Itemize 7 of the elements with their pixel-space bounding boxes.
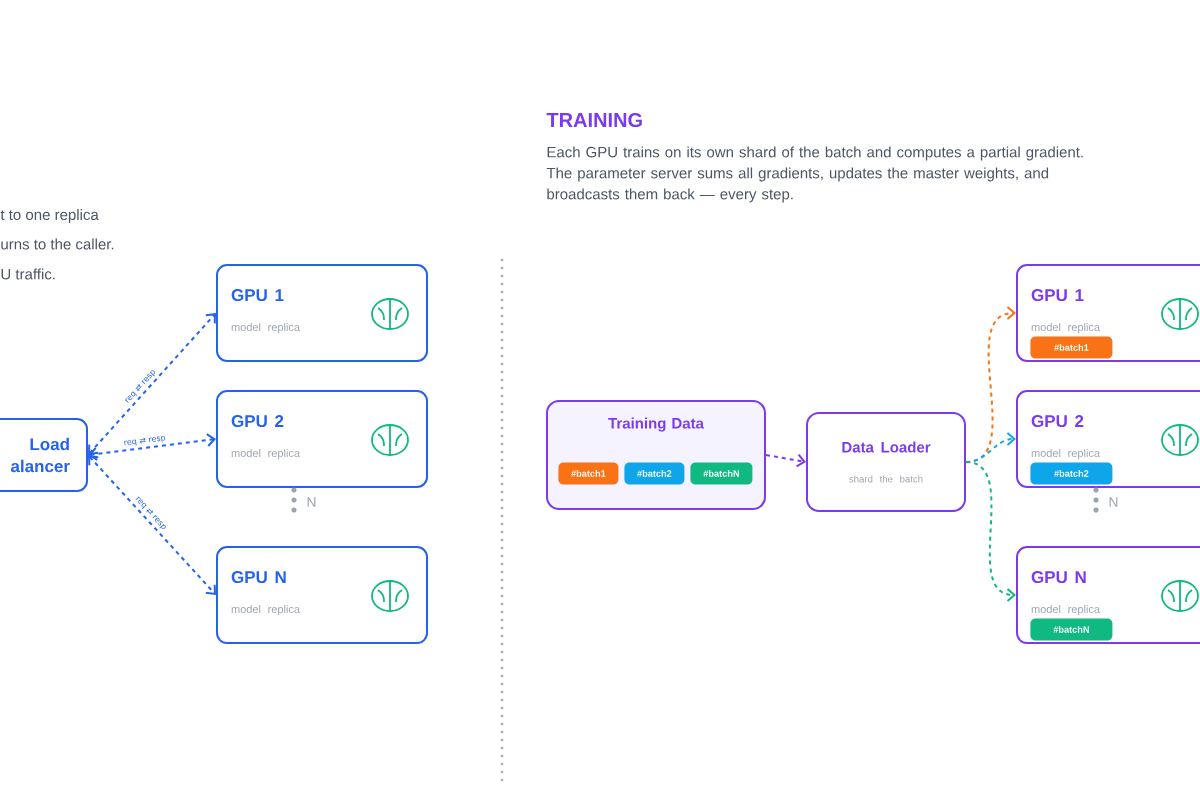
arrow [88,313,216,455]
process-box: Load alancer [0,418,88,492]
arrow [765,453,806,468]
arrow [965,461,1016,602]
arrow [88,455,216,595]
arrow [88,433,216,461]
section-heading: TRAINING [546,112,642,128]
